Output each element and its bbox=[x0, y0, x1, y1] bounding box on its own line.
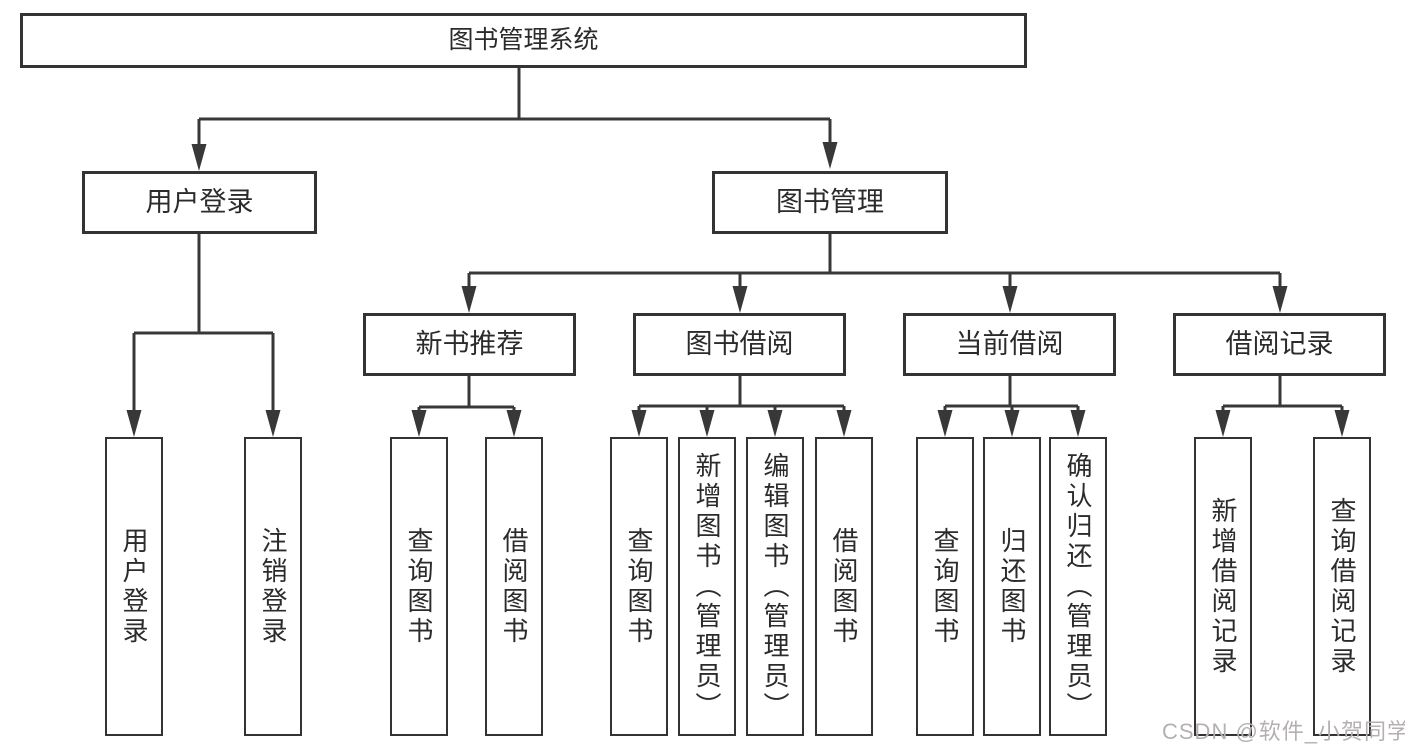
arrowheads bbox=[126, 142, 1350, 437]
leaf-label: 查询图书 bbox=[404, 526, 434, 647]
csdn-watermark: CSDN @软件_小贺同学 bbox=[1162, 719, 1405, 744]
leaf-query-books-borrowing: 查询图书 bbox=[610, 437, 668, 736]
node-current-borrowing: 当前借阅 bbox=[903, 313, 1116, 376]
leaf-borrow-books: 借阅图书 bbox=[815, 437, 873, 736]
node-book-management: 图书管理 bbox=[712, 171, 948, 234]
leaf-label: 查询借阅记录 bbox=[1327, 496, 1357, 677]
leaf-borrow-books-recommend: 借阅图书 bbox=[485, 437, 543, 736]
leaf-user-login: 用户登录 bbox=[105, 437, 163, 736]
leaf-logout: 注销登录 bbox=[244, 437, 302, 736]
node-label: 图书管理 bbox=[776, 187, 884, 217]
node-label: 新书推荐 bbox=[415, 329, 524, 359]
leaf-label: 注销登录 bbox=[258, 526, 288, 647]
node-label: 借阅记录 bbox=[1225, 329, 1334, 359]
leaf-add-borrow-record: 新增借阅记录 bbox=[1194, 437, 1252, 736]
leaf-query-borrow-record: 查询借阅记录 bbox=[1313, 437, 1371, 736]
leaf-query-books-current: 查询图书 bbox=[916, 437, 974, 736]
leaf-add-book-admin: 新增图书（管理员） bbox=[678, 437, 736, 736]
leaf-label: 确认归还（管理员） bbox=[1063, 451, 1093, 722]
node-user-login: 用户登录 bbox=[82, 171, 317, 234]
leaf-label: 编辑图书（管理员） bbox=[760, 451, 790, 722]
leaf-confirm-return-admin: 确认归还（管理员） bbox=[1049, 437, 1107, 736]
node-label: 用户登录 bbox=[145, 187, 254, 217]
node-label: 图书管理系统 bbox=[448, 26, 599, 54]
node-label: 当前借阅 bbox=[955, 329, 1064, 359]
leaf-label: 借阅图书 bbox=[829, 526, 859, 647]
leaf-label: 用户登录 bbox=[119, 526, 149, 647]
leaf-label: 新增图书（管理员） bbox=[692, 451, 722, 722]
node-library-management-system: 图书管理系统 bbox=[20, 13, 1027, 68]
leaf-edit-book-admin: 编辑图书（管理员） bbox=[746, 437, 804, 736]
leaf-label: 新增借阅记录 bbox=[1208, 496, 1238, 677]
leaf-return-books: 归还图书 bbox=[983, 437, 1041, 736]
node-new-book-recommend: 新书推荐 bbox=[363, 313, 576, 376]
node-borrowing-records: 借阅记录 bbox=[1173, 313, 1386, 376]
leaf-label: 查询图书 bbox=[624, 526, 654, 647]
leaf-query-books-recommend: 查询图书 bbox=[390, 437, 448, 736]
leaf-label: 查询图书 bbox=[930, 526, 960, 647]
leaf-label: 借阅图书 bbox=[499, 526, 529, 647]
node-book-borrowing: 图书借阅 bbox=[633, 313, 846, 376]
leaf-label: 归还图书 bbox=[997, 526, 1027, 647]
node-label: 图书借阅 bbox=[685, 329, 794, 359]
